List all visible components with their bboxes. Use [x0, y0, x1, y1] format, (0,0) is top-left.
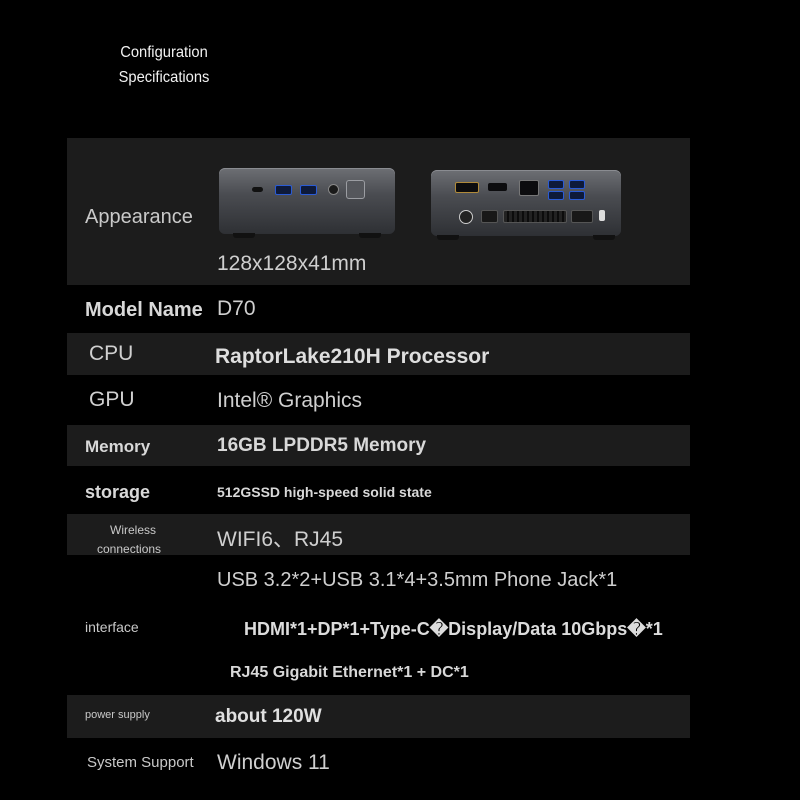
spec-value-interface-line-1: USB 3.2*2+USB 3.1*4+3.5mm Phone Jack*1	[217, 569, 618, 591]
audio-jack-icon	[328, 184, 339, 195]
spec-label-interface: interface	[85, 619, 139, 635]
spec-value-storage: 512GSSD high-speed solid state	[217, 484, 432, 500]
wireless-label-line-2: connections	[97, 542, 162, 556]
spec-value-model: D70	[217, 297, 256, 320]
spec-row-appearance: Appearance 128x128x41mm	[67, 138, 690, 285]
usb-port-icon	[569, 191, 585, 200]
mini-pc-rear-icon	[431, 170, 621, 240]
spec-row-storage: storage 512GSSD high-speed solid state	[67, 468, 690, 512]
spec-label-wireless: Wireless connections	[97, 521, 161, 559]
spec-label-memory: Memory	[85, 437, 151, 456]
spec-value-gpu: Intel® Graphics	[217, 389, 363, 412]
spec-row-system: System Support Windows 11	[67, 740, 690, 790]
spec-row-model: Model Name D70	[67, 287, 690, 331]
spec-value-system: Windows 11	[217, 751, 330, 774]
title-line-1: Configuration	[120, 44, 208, 61]
spec-value-power: about 120W	[215, 706, 322, 727]
vent-icon	[571, 210, 593, 223]
title-line-2: Specifications	[118, 69, 210, 86]
spec-row-wireless: Wireless connections WIFI6、RJ45	[67, 514, 690, 556]
usb-port-icon	[548, 191, 564, 200]
dc-jack-icon	[459, 210, 473, 224]
spec-label-model: Model Name	[85, 299, 203, 321]
usb-port-icon	[569, 180, 585, 189]
vent-icon	[503, 210, 567, 223]
usb-port-icon	[548, 180, 564, 189]
ethernet-port-icon	[519, 180, 539, 196]
mini-pc-front-icon	[219, 168, 395, 238]
spec-label-gpu: GPU	[89, 388, 135, 411]
displayport-icon	[488, 183, 507, 191]
spec-label-appearance: Appearance	[85, 206, 193, 228]
spec-value-interface-line-3: RJ45 Gigabit Ethernet*1 + DC*1	[230, 664, 469, 681]
spec-row-interface: interface USB 3.2*2+USB 3.1*4+3.5mm Phon…	[67, 557, 690, 693]
spec-value-appearance: 128x128x41mm	[217, 252, 367, 275]
spec-value-cpu: RaptorLake210H Processor	[215, 345, 490, 368]
vent-icon	[481, 210, 498, 223]
spec-label-system: System Support	[87, 754, 194, 771]
spec-row-power: power supply about 120W	[67, 695, 690, 738]
usb-port-icon	[300, 185, 317, 195]
spec-row-gpu: GPU Intel® Graphics	[67, 377, 690, 423]
lock-slot-icon	[599, 210, 605, 221]
spec-value-wireless: WIFI6、RJ45	[217, 528, 344, 551]
spec-value-interface-line-2: HDMI*1+DP*1+Type-C�Display/Data 10Gbps�*…	[244, 619, 663, 639]
wireless-label-line-1: Wireless	[110, 523, 157, 537]
spec-label-power: power supply	[85, 709, 150, 721]
spec-label-cpu: CPU	[89, 342, 134, 365]
page-title: Configuration Specifications	[105, 40, 223, 90]
spec-label-storage: storage	[85, 482, 151, 502]
power-button-icon	[346, 180, 365, 199]
type-c-port-icon	[252, 187, 263, 192]
hdmi-port-icon	[455, 182, 479, 193]
spec-row-memory: Memory 16GB LPDDR5 Memory	[67, 425, 690, 466]
spec-value-memory: 16GB LPDDR5 Memory	[217, 435, 427, 456]
usb-port-icon	[275, 185, 292, 195]
spec-row-cpu: CPU RaptorLake210H Processor	[67, 333, 690, 375]
